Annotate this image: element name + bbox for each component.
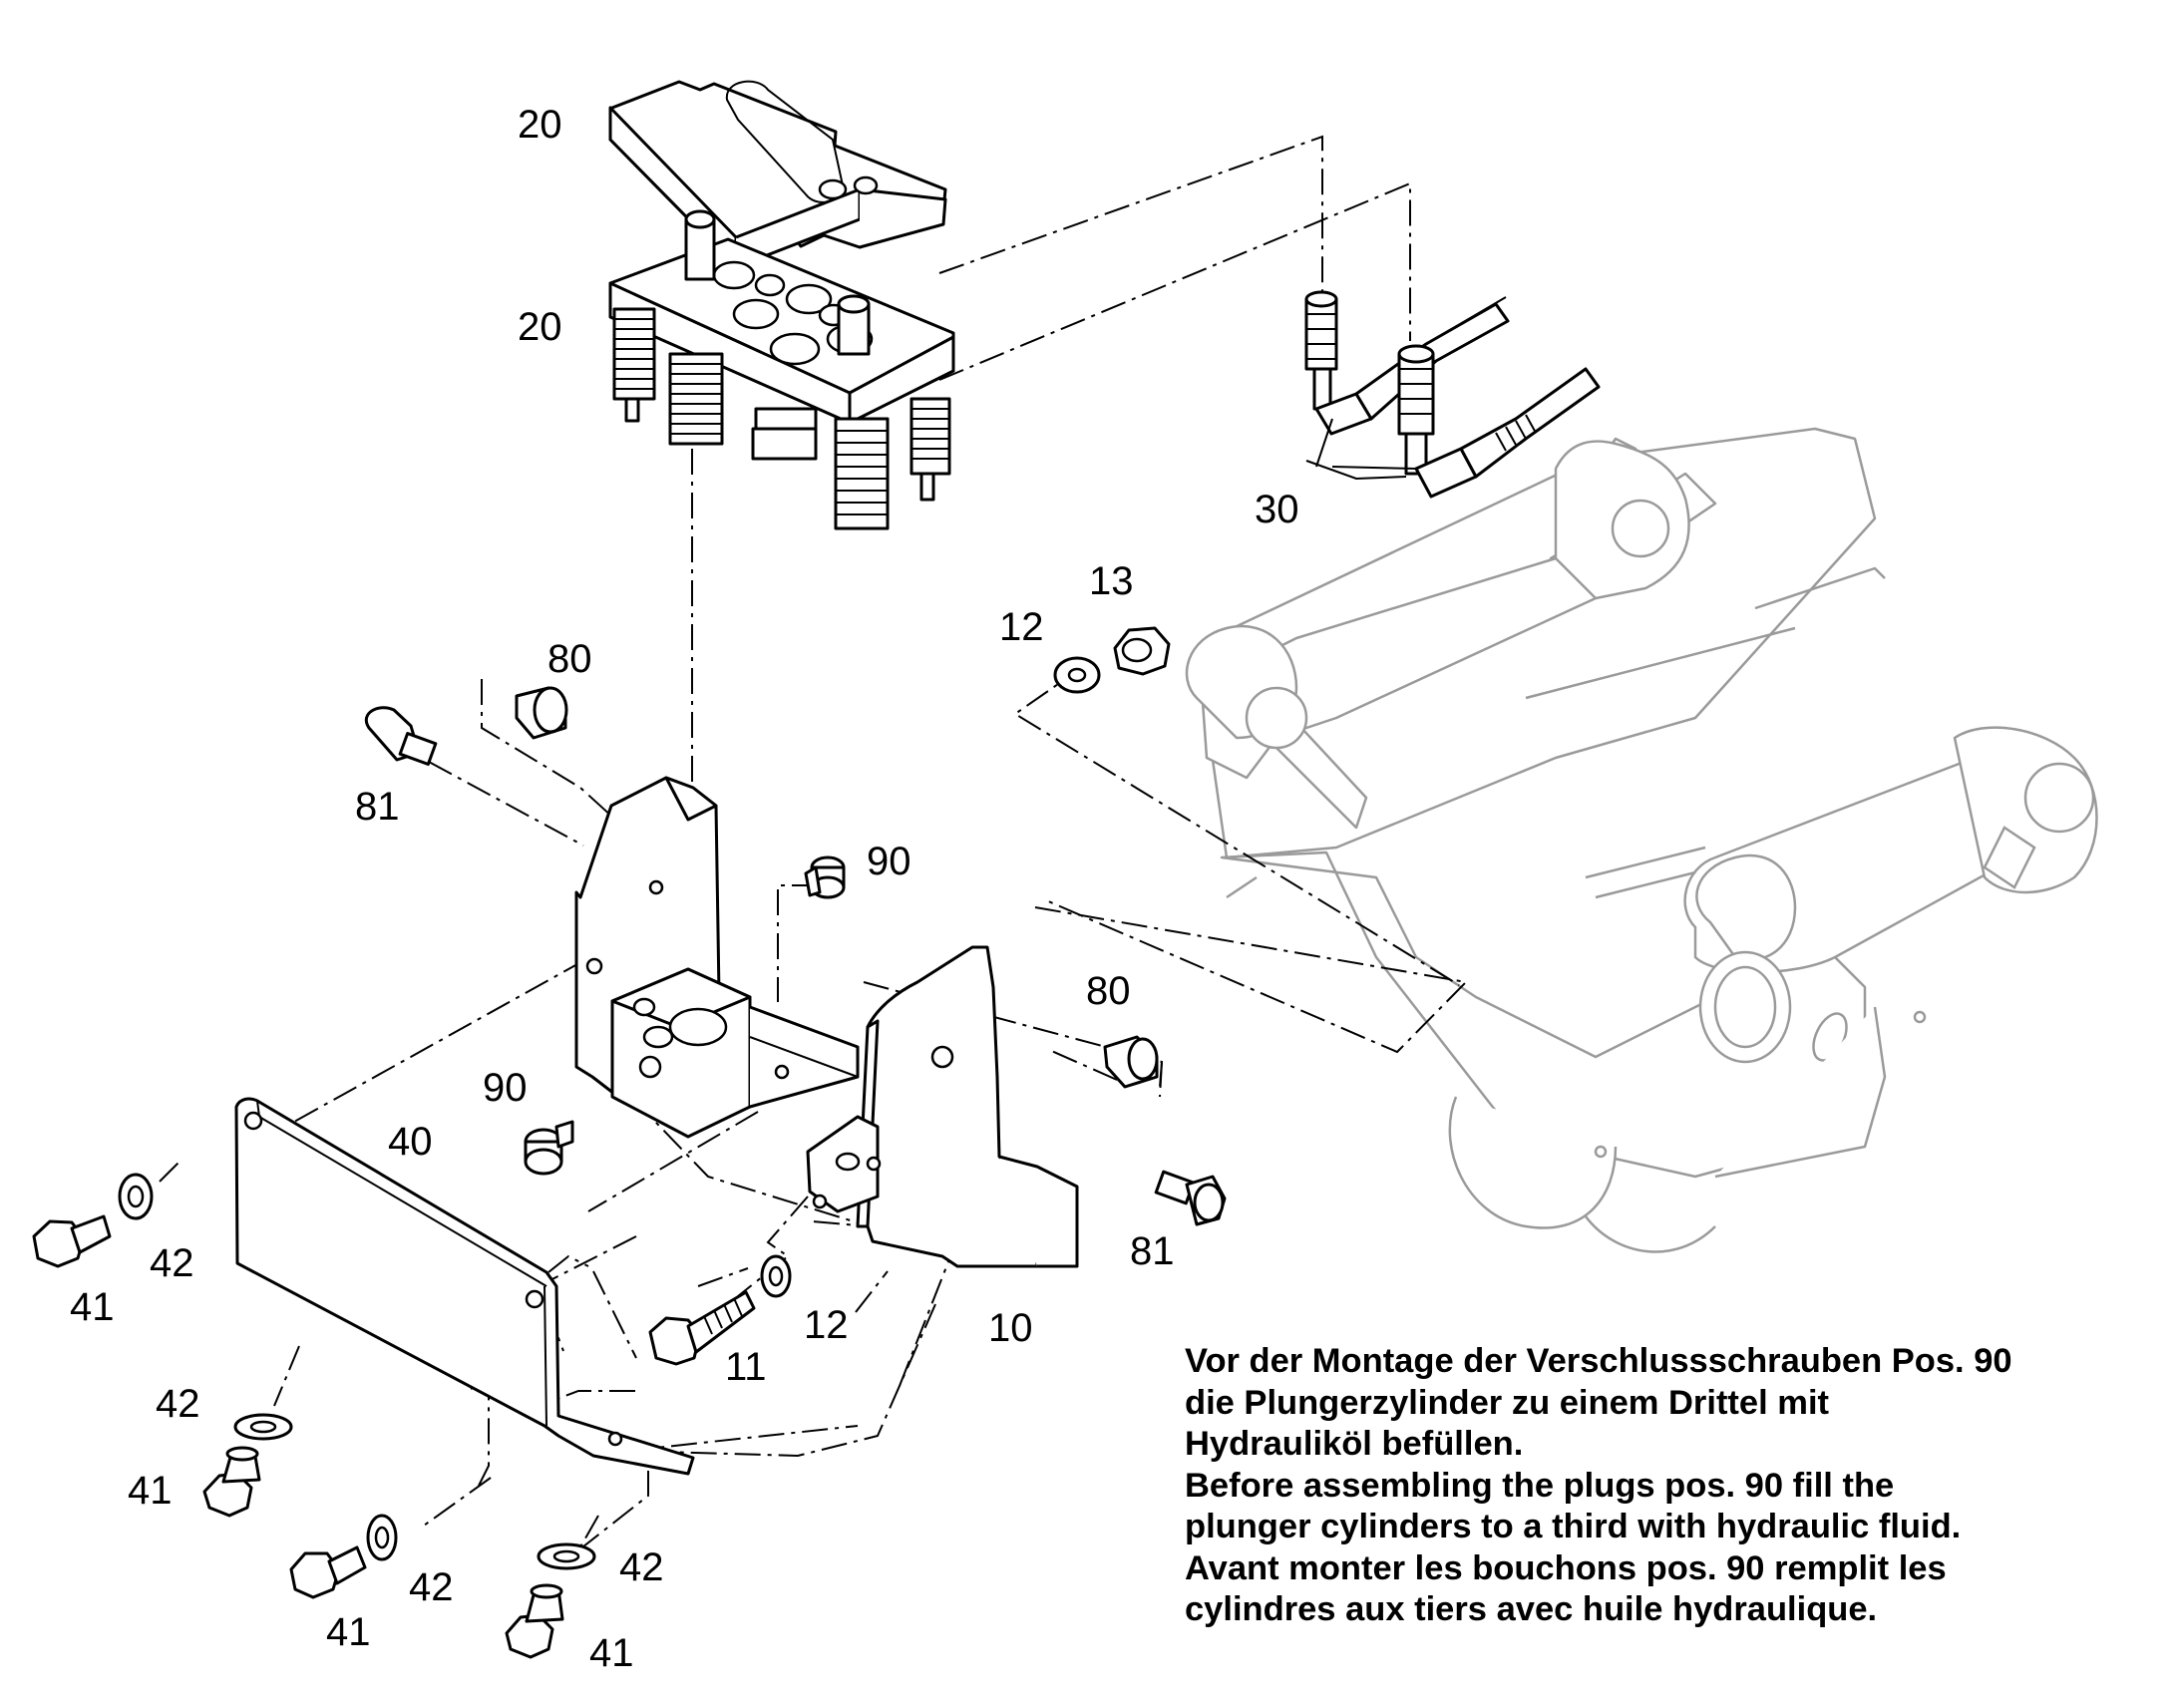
label-10: 10 bbox=[988, 1306, 1033, 1350]
label-90-lower: 90 bbox=[483, 1066, 528, 1110]
label-81-left: 81 bbox=[355, 785, 400, 829]
plug-90-upper bbox=[804, 855, 846, 899]
screw-81-right bbox=[1154, 1170, 1227, 1226]
label-30: 30 bbox=[1255, 488, 1299, 531]
note-fr-line-1: Avant monter les bouchons pos. 90 rempli… bbox=[1185, 1548, 1947, 1587]
plate-40 bbox=[234, 1097, 695, 1476]
washer-12-upper bbox=[1053, 656, 1101, 694]
leader-30 bbox=[1315, 418, 1417, 470]
label-20-upper: 20 bbox=[518, 103, 562, 147]
nut-13 bbox=[1113, 626, 1171, 676]
bolt-41-right bbox=[505, 1583, 564, 1659]
label-42-left: 42 bbox=[150, 1241, 194, 1285]
label-20-lower: 20 bbox=[518, 305, 562, 349]
note-de-line-1: Vor der Montage der Verschlussschrauben … bbox=[1185, 1342, 2012, 1380]
label-12-lower: 12 bbox=[804, 1303, 849, 1347]
screw-81-left bbox=[365, 706, 438, 766]
bolt-11 bbox=[648, 1290, 756, 1366]
washer-42-mid bbox=[233, 1413, 293, 1441]
label-80-left: 80 bbox=[547, 637, 592, 681]
valve-block-20 bbox=[608, 209, 955, 530]
note-en-line-1: Before assembling the plugs pos. 90 fill… bbox=[1185, 1466, 1895, 1505]
sleeve-80-left bbox=[515, 686, 568, 740]
sleeve-80-right bbox=[1103, 1035, 1159, 1089]
note-de-line-2: die Plungerzylinder zu einem Drittel mit bbox=[1185, 1383, 1830, 1422]
label-11: 11 bbox=[725, 1345, 767, 1389]
label-80-right: 80 bbox=[1086, 969, 1131, 1013]
label-42-mid: 42 bbox=[156, 1382, 200, 1426]
bolt-41-left bbox=[32, 1214, 112, 1268]
washer-42-low bbox=[366, 1514, 398, 1561]
alignment-lines bbox=[159, 135, 1469, 1551]
label-12-upper: 12 bbox=[999, 605, 1044, 649]
quick-coupler-body bbox=[1185, 427, 2098, 1253]
hoses-30 bbox=[1304, 290, 1601, 499]
washer-12-lower bbox=[760, 1254, 792, 1298]
label-41-mid: 41 bbox=[128, 1469, 173, 1513]
label-41-right: 41 bbox=[589, 1631, 634, 1675]
position-labels: 20 20 30 12 13 80 81 90 80 90 40 42 41 8… bbox=[70, 103, 1299, 1675]
washer-42-left bbox=[118, 1173, 154, 1220]
assembly-note: Vor der Montage der Verschlussschrauben … bbox=[1185, 1341, 2162, 1631]
label-42-low: 42 bbox=[409, 1565, 454, 1609]
label-41-low: 41 bbox=[326, 1610, 371, 1654]
label-41-left: 41 bbox=[70, 1285, 115, 1329]
label-13: 13 bbox=[1089, 559, 1134, 603]
housing-10 bbox=[574, 776, 1079, 1268]
bolt-41-low bbox=[289, 1545, 367, 1599]
note-de-line-3: Hydrauliköl befüllen. bbox=[1185, 1425, 1524, 1463]
note-fr-line-2: cylindres aux tiers avec huile hydrauliq… bbox=[1185, 1590, 1878, 1628]
cover-block-20 bbox=[608, 80, 947, 269]
springs bbox=[612, 307, 951, 530]
label-42-right: 42 bbox=[619, 1545, 664, 1589]
washer-42-right bbox=[537, 1542, 596, 1570]
bolt-41-mid bbox=[202, 1446, 261, 1518]
note-en-line-2: plunger cylinders to a third with hydrau… bbox=[1185, 1508, 1962, 1545]
label-81-right: 81 bbox=[1130, 1229, 1175, 1273]
label-90-upper: 90 bbox=[867, 840, 911, 883]
plug-90-lower bbox=[524, 1120, 574, 1176]
label-40: 40 bbox=[388, 1120, 433, 1164]
